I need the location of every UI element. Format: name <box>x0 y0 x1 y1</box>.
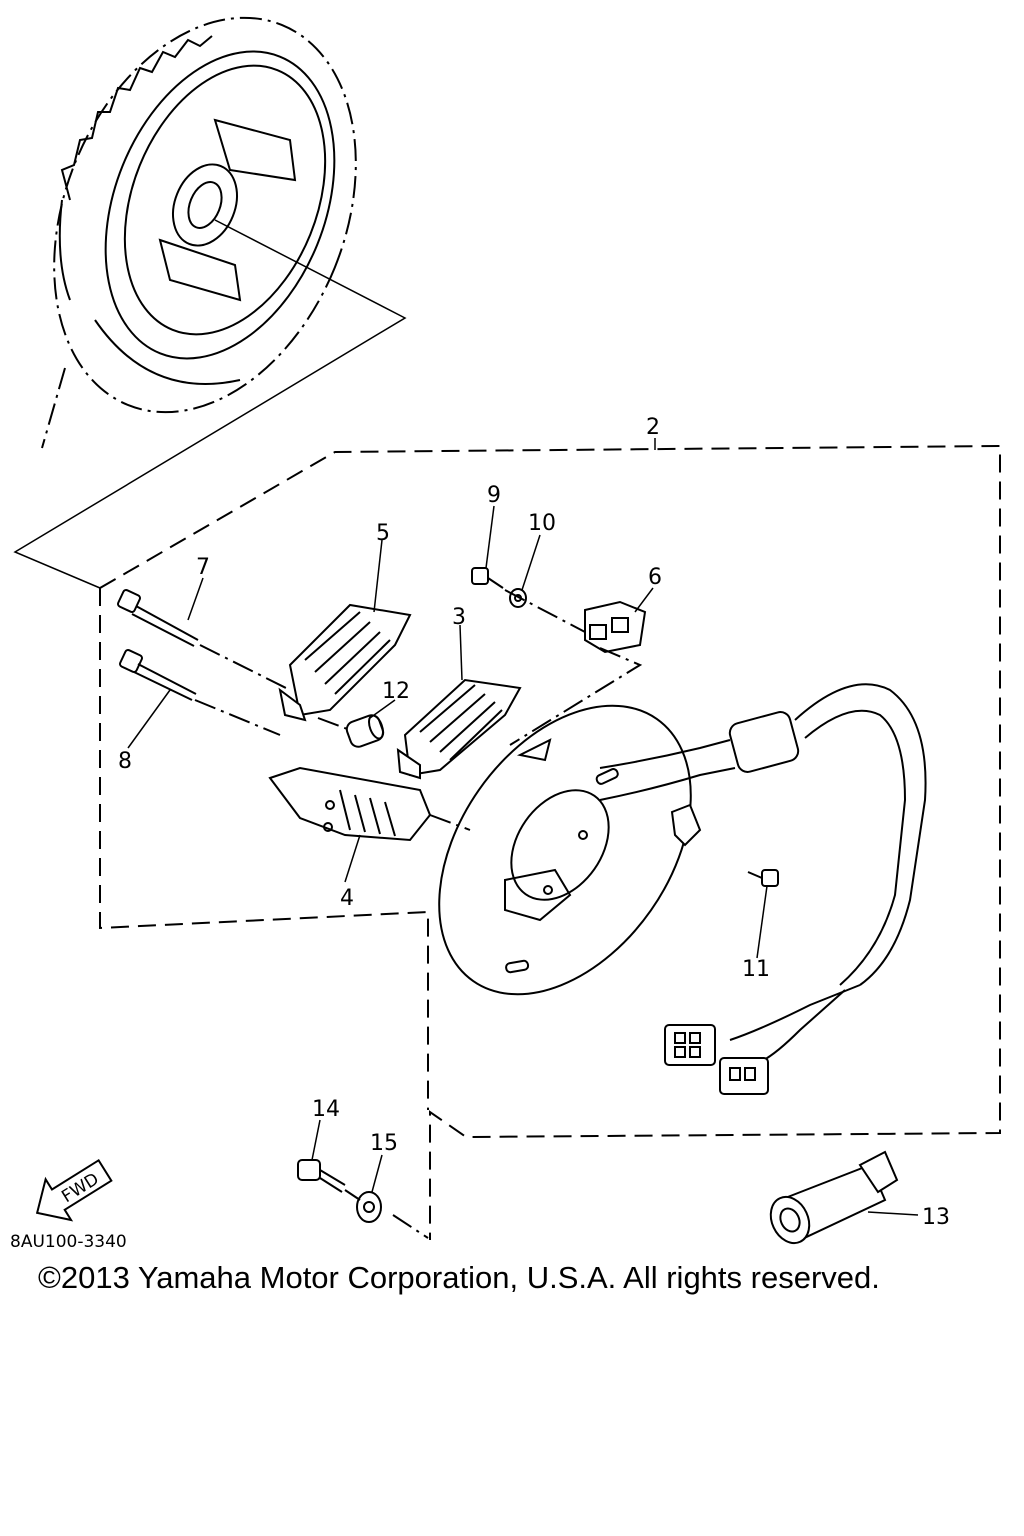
clamp-6 <box>584 600 647 654</box>
stator-base-plate <box>438 704 702 996</box>
stator-assembly-boundary <box>99 444 1001 1240</box>
leader-15 <box>371 1154 383 1193</box>
callout-6: 6 <box>648 565 662 590</box>
callout-10: 10 <box>528 511 556 536</box>
flywheel-rotor <box>13 16 407 589</box>
collar-12 <box>345 714 385 748</box>
leader-8 <box>127 689 171 749</box>
leader-11 <box>756 885 768 959</box>
fwd-arrow-icon: FWD <box>35 1158 113 1222</box>
callout-14: 14 <box>312 1097 340 1122</box>
leader-9 <box>485 505 495 569</box>
diagram-code: 8AU100-3340 <box>10 1232 127 1252</box>
screw-9 <box>471 567 504 589</box>
leader-4 <box>344 834 361 883</box>
charge-coil-5 <box>278 603 412 722</box>
callout-3: 3 <box>452 605 466 630</box>
bolt-7 <box>117 589 199 647</box>
washer-15 <box>356 1191 382 1223</box>
wire-harness <box>599 683 927 1095</box>
callout-5: 5 <box>376 521 390 546</box>
leader-5 <box>373 539 383 613</box>
callout-7: 7 <box>196 555 210 580</box>
callout-9: 9 <box>487 483 501 508</box>
callout-2: 2 <box>646 415 660 440</box>
callout-12: 12 <box>382 679 410 704</box>
washer-10 <box>509 588 527 608</box>
charge-coil-3 <box>396 678 522 780</box>
leader-6 <box>634 587 654 613</box>
callout-13: 13 <box>922 1205 950 1230</box>
bolt-14 <box>297 1159 346 1193</box>
copyright-notice: ©2013 Yamaha Motor Corporation, U.S.A. A… <box>38 1260 880 1295</box>
tool-13 <box>769 1150 899 1245</box>
callout-11: 11 <box>742 957 770 982</box>
callout-8: 8 <box>118 749 132 774</box>
callout-15: 15 <box>370 1131 398 1156</box>
screw-11 <box>747 869 779 887</box>
leader-13 <box>867 1211 919 1216</box>
pickup-coil-4 <box>268 766 432 842</box>
callout-4: 4 <box>340 886 354 911</box>
leader-7 <box>187 577 204 621</box>
leader-3 <box>459 624 463 681</box>
leader-12 <box>369 699 396 719</box>
leader-14 <box>311 1119 321 1161</box>
leader-10 <box>521 534 541 591</box>
bolt-8 <box>119 649 197 701</box>
